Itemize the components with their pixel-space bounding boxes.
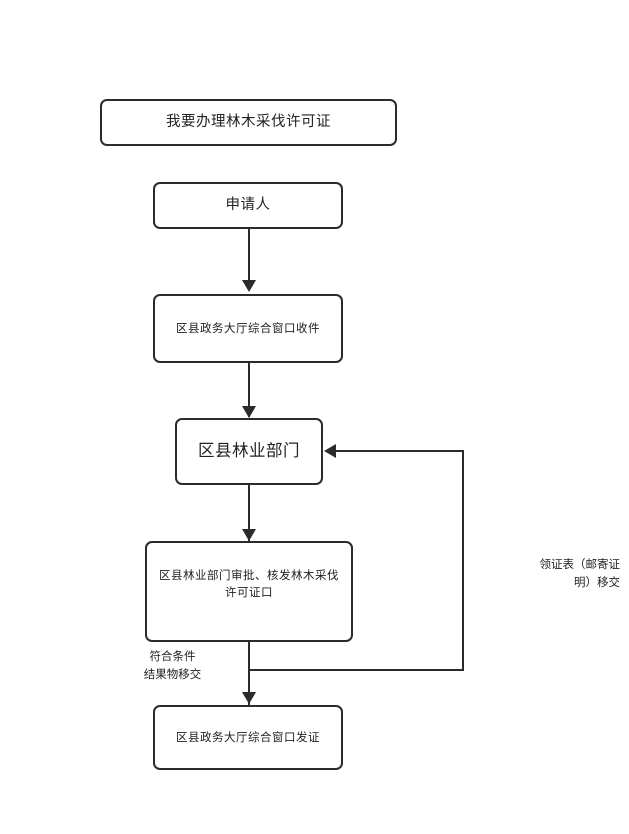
arrowhead-forestry-to-approval <box>242 529 256 541</box>
flow-node-applicant[interactable]: 申请人 <box>153 182 343 229</box>
flow-node-forestry-department-label: 区县林业部门 <box>198 441 300 461</box>
connector-feedback-right <box>462 450 464 671</box>
connector-approval-to-issue <box>248 642 250 705</box>
flow-node-applicant-label: 申请人 <box>225 196 271 213</box>
arrowhead-intake-to-forestry <box>242 406 256 418</box>
edge-label-condition: 符合条件 结果物移交 <box>143 649 202 681</box>
flow-node-issue-label: 区县政务大厅综合窗口发证 <box>176 729 320 744</box>
flow-node-approval-label: 区县林业部门审批、核发林木采伐 许可证口 <box>159 568 339 600</box>
arrowhead-applicant-to-intake <box>242 280 256 292</box>
connector-feedback-top <box>336 450 464 452</box>
flow-node-intake[interactable]: 区县政务大厅综合窗口收件 <box>153 294 343 363</box>
flow-node-approval[interactable]: 区县林业部门审批、核发林木采伐 许可证口 <box>145 541 353 642</box>
flow-node-entry-label: 我要办理林木采伐许可证 <box>166 113 331 130</box>
flow-node-issue[interactable]: 区县政务大厅综合窗口发证 <box>153 705 343 770</box>
arrowhead-feedback-to-forestry <box>324 444 336 458</box>
connector-applicant-to-intake <box>248 229 250 282</box>
connector-forestry-to-approval <box>248 485 250 541</box>
flow-node-intake-label: 区县政务大厅综合窗口收件 <box>176 320 320 335</box>
arrowhead-approval-to-issue <box>242 692 256 704</box>
connector-intake-to-forestry <box>248 363 250 417</box>
edge-label-return: 领证表（邮寄证 明）移交 <box>539 557 621 589</box>
flow-node-forestry-department[interactable]: 区县林业部门 <box>175 418 323 485</box>
flow-node-entry[interactable]: 我要办理林木采伐许可证 <box>100 99 397 146</box>
connector-feedback-bottom <box>249 669 464 671</box>
